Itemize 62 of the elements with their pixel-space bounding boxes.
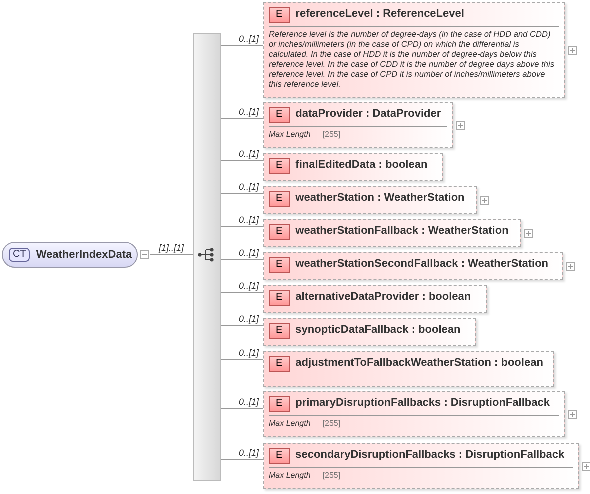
element-name: weatherStation : WeatherStation — [296, 191, 465, 205]
connector-line — [220, 226, 264, 228]
cardinality-label: 0..[1] — [238, 34, 260, 44]
element-name: adjustmentToFallbackWeatherStation : boolean — [296, 356, 544, 370]
cardinality-label: 0..[1] — [238, 215, 260, 225]
element-name: weatherStationFallback : WeatherStation — [296, 224, 509, 238]
connector-line — [220, 160, 264, 162]
connector-line — [220, 292, 264, 294]
facet-value: [255] — [322, 471, 341, 480]
connector-line — [150, 254, 194, 256]
element-badge: E — [269, 224, 290, 240]
complex-type-node — [2, 242, 138, 268]
element-badge: E — [269, 396, 290, 412]
element-box — [263, 351, 554, 387]
element-badge: E — [269, 158, 290, 174]
facet-name: Max Length — [269, 471, 311, 480]
element-badge: E — [269, 290, 290, 306]
element-box — [263, 285, 487, 313]
type-name: WeatherIndexData — [36, 249, 132, 261]
element-name: weatherStationSecondFallback : WeatherStation — [296, 257, 549, 271]
element-name: secondaryDisruptionFallbacks : DisruptionFallback — [296, 448, 565, 462]
element-box — [263, 153, 443, 181]
element-name: alternativeDataProvider : boolean — [296, 290, 472, 304]
cardinality-label: 0..[1] — [238, 107, 260, 117]
type-badge: CT — [9, 248, 30, 262]
cardinality-label: 0..[1] — [238, 149, 260, 159]
element-box — [263, 252, 563, 280]
element-box — [263, 102, 453, 148]
element-badge: E — [269, 107, 290, 123]
element-name: primaryDisruptionFallbacks : DisruptionFallback — [296, 396, 550, 410]
cardinality-label: 0..[1] — [238, 448, 260, 458]
facet-name: Max Length — [269, 130, 311, 139]
documentation-text: Reference level is the number of degree-days (in the case of HDD and CDD) or inches/millimeters (in the case of CPD) on which the differential is calculated. In the case of HDD it is the number of degree-days below this reference level. In the case of CDD it is the number of degree days above this reference level. In the case of CPD it is number of inches/millimeters above this reference level. — [268, 28, 556, 91]
facet-value: [255] — [322, 419, 341, 428]
connector-line — [220, 408, 264, 410]
connector-line — [220, 118, 264, 120]
element-badge: E — [269, 257, 290, 273]
cardinality-label: 0..[1] — [238, 248, 260, 258]
sequence-bar — [193, 33, 221, 481]
element-name: dataProvider : DataProvider — [296, 107, 442, 121]
cardinality-label: [1]..[1] — [158, 243, 185, 253]
element-box — [263, 318, 476, 346]
cardinality-label: 0..[1] — [238, 397, 260, 407]
element-name: referenceLevel : ReferenceLevel — [296, 7, 464, 21]
element-badge: E — [269, 191, 290, 207]
cardinality-label: 0..[1] — [238, 182, 260, 192]
cardinality-label: 0..[1] — [238, 348, 260, 358]
element-box — [263, 186, 477, 214]
element-box — [263, 219, 521, 247]
facet-value: [255] — [322, 130, 341, 139]
element-badge: E — [269, 323, 290, 339]
element-box — [263, 391, 565, 437]
element-badge: E — [269, 7, 290, 23]
cardinality-label: 0..[1] — [238, 314, 260, 324]
element-box — [263, 2, 565, 98]
facet-name: Max Length — [269, 419, 311, 428]
element-badge: E — [269, 448, 290, 464]
cardinality-label: 0..[1] — [238, 281, 260, 291]
element-name: finalEditedData : boolean — [296, 158, 428, 172]
element-box — [263, 443, 579, 489]
element-name: synopticDataFallback : boolean — [296, 323, 461, 337]
element-badge: E — [269, 356, 290, 372]
